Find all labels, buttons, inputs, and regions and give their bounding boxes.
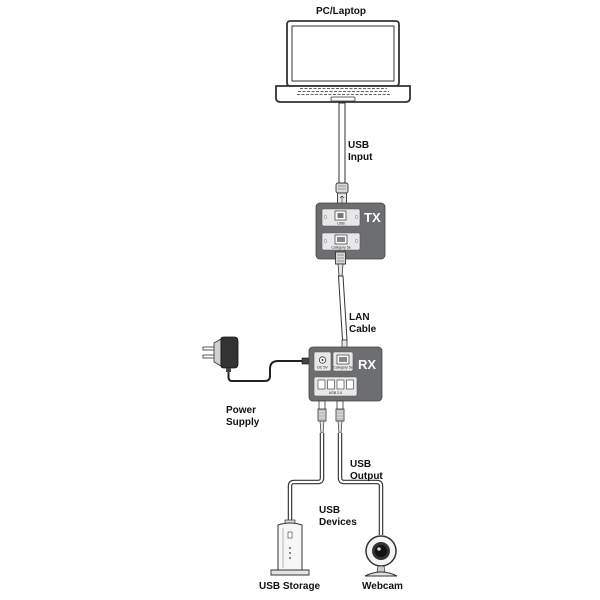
rx-title: RX (358, 357, 376, 372)
webcam-icon (364, 535, 398, 577)
tx-title: TX (364, 210, 381, 225)
usb-input-label: USB Input (348, 140, 373, 163)
power-cable (227, 360, 302, 382)
usb-storage-label: USB Storage (259, 581, 321, 592)
lan-cable (335, 251, 350, 363)
laptop-icon (275, 20, 411, 103)
power-adapter-icon (202, 336, 239, 372)
usb-output-label: USB Output (350, 459, 383, 482)
usb-output-plugs (317, 400, 345, 434)
rx-dc-port-label: DC 5V (317, 366, 328, 370)
lan-cable-label: LAN Cable (349, 312, 377, 335)
tx-extender: USB Category 5e TX (315, 202, 386, 260)
rx-lan-port-label: Category 5e (333, 366, 353, 370)
rx-extender: DC 5V Category 5e USB 2.0 RX (308, 346, 383, 402)
rx-usb-port-label: USB 2.0 (329, 391, 342, 395)
tx-lan-port-label: Category 5e (331, 246, 351, 250)
power-supply-label: Power Supply (226, 405, 260, 428)
webcam-label: Webcam (362, 581, 403, 592)
pc-laptop-label: PC/Laptop (316, 6, 366, 17)
usb-storage-cable (287, 433, 325, 522)
usb-storage-icon (270, 519, 310, 576)
usb-input-cable (335, 102, 349, 209)
usb-devices-label: USB Devices (319, 505, 357, 528)
tx-usb-port-label: USB (337, 222, 345, 226)
